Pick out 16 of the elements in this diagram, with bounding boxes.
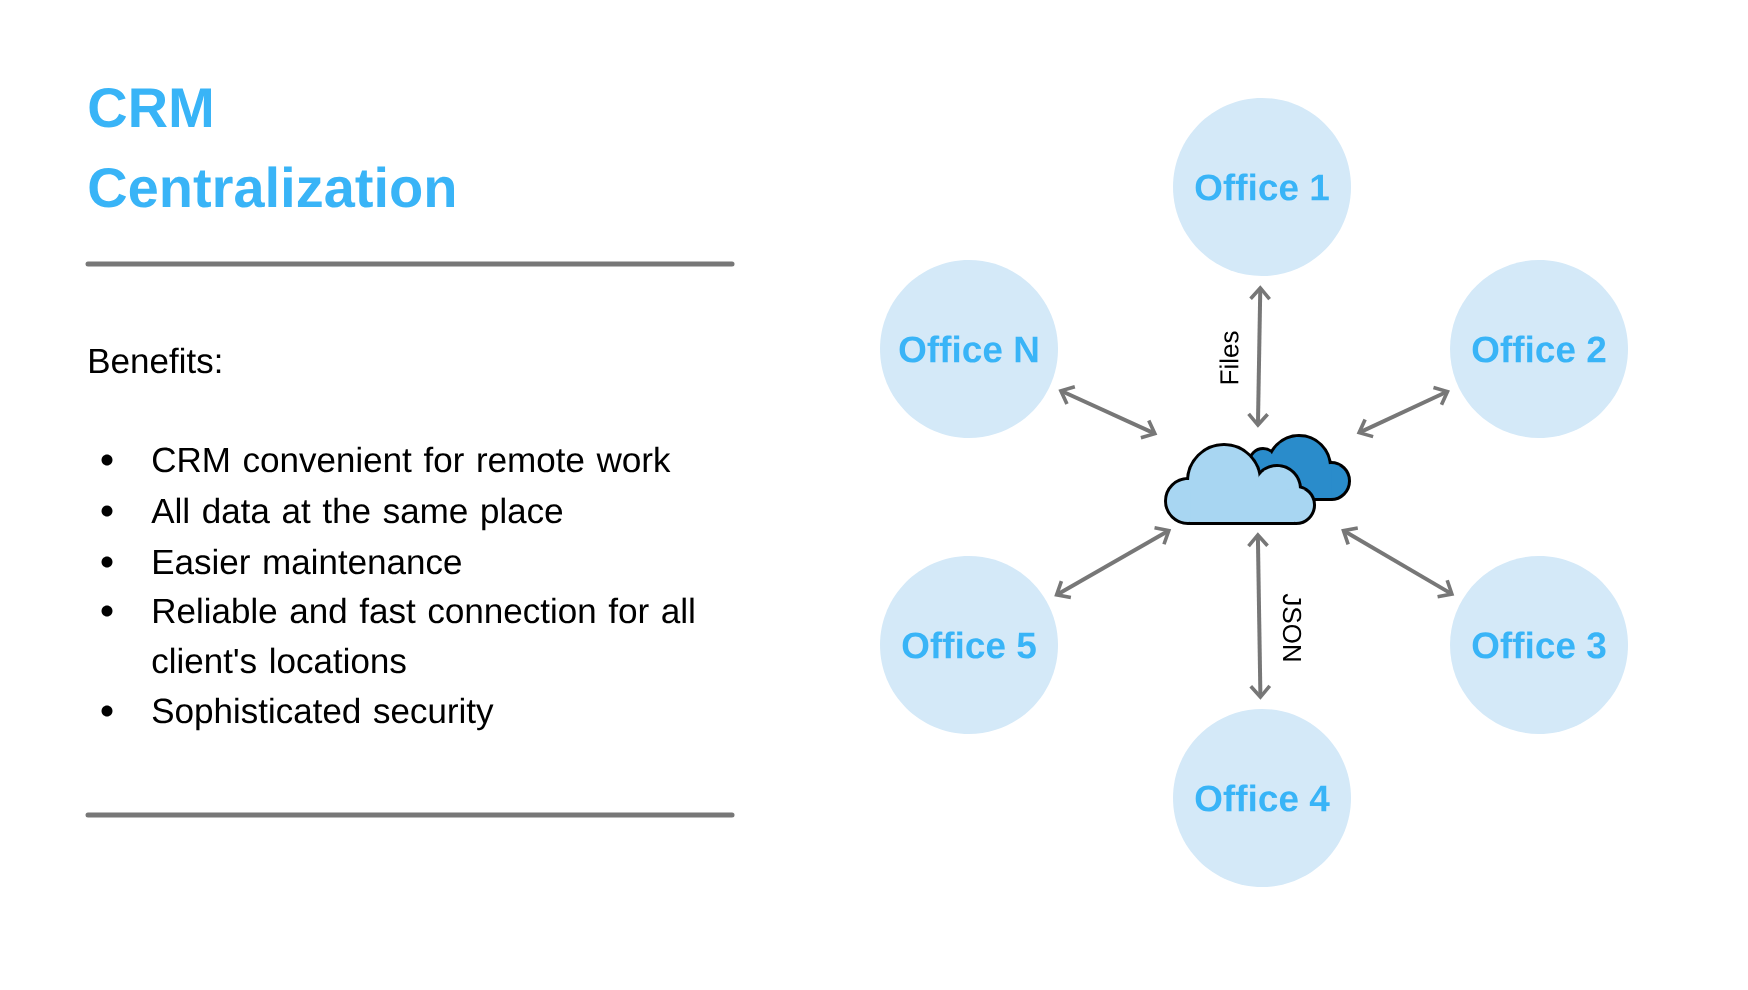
edge-label: Files (1218, 329, 1240, 387)
text: Easier maintenance (154, 548, 461, 575)
arrow (1247, 285, 1271, 428)
arrow (1247, 532, 1272, 700)
arrow (1341, 526, 1455, 599)
arrow (1054, 526, 1172, 600)
text: Sophisticated security (152, 697, 494, 731)
text: Reliable and fast connection for all client's locations (152, 597, 694, 674)
text: CRM convenient for remote work (153, 446, 671, 473)
arrow (1058, 385, 1158, 440)
text: Benefits: (90, 347, 221, 374)
text: All data at the same place (151, 497, 563, 531)
title: CRM Centralization (89, 87, 454, 208)
cloud-icon (1164, 434, 1351, 525)
arrow (1356, 385, 1450, 439)
edge-label: JSON (1281, 592, 1303, 664)
